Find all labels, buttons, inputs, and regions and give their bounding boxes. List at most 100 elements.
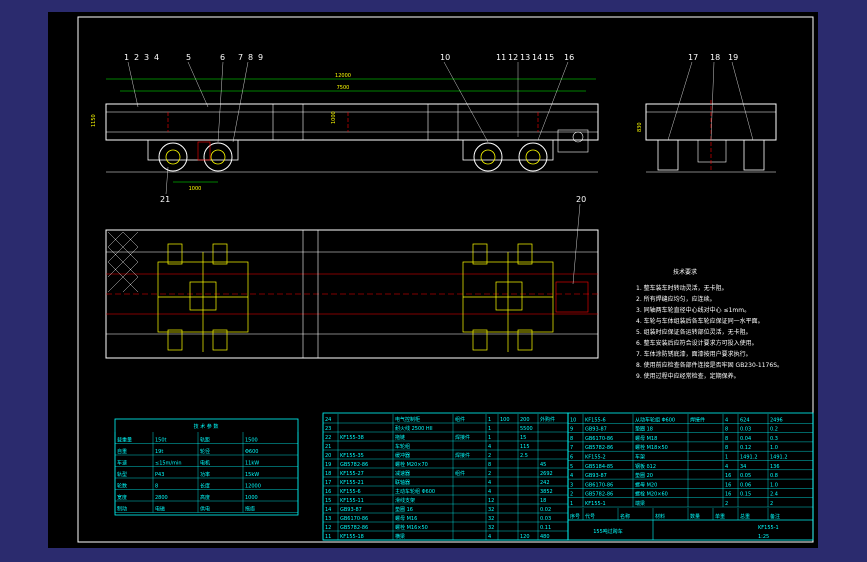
bom-right-cell: 0.3 — [770, 436, 778, 442]
bom-right-cell: 0.15 — [740, 492, 751, 498]
tech-req-item-2: 2. 所有焊缝应均匀，应连续。 — [636, 295, 716, 303]
bom-right-header-cell: 备注 — [770, 513, 780, 520]
bom-left-cell: 1 — [488, 417, 491, 423]
params-cell: 电磁 — [155, 506, 165, 513]
drawing-title: 155吨过跨车 — [593, 528, 623, 535]
bom-left-cell: 11 — [325, 534, 331, 540]
bom-left-cell: 车轮组 — [395, 443, 410, 450]
bom-right-cell: 9 — [570, 427, 573, 433]
bom-left-cell: 4 — [488, 480, 491, 486]
bom-right-cell: 2 — [725, 501, 728, 507]
bom-left-cell: 8 — [488, 462, 491, 468]
bom-left-cell: 13 — [325, 516, 331, 522]
bom-left-cell: 螺栓 M20×70 — [395, 461, 428, 468]
bom-right-cell: 从动车轮组 Φ600 — [635, 416, 675, 423]
bom-right-cell: 624 — [740, 417, 750, 423]
label-15: 15 — [544, 53, 554, 62]
tech-req-item-6: 6. 整车安装后应符合设计要求方可投入使用。 — [636, 339, 758, 347]
bom-right-cell: 10 — [570, 417, 576, 423]
bom-left-cell: 4 — [488, 534, 491, 540]
bom-right-cell: 8 — [570, 436, 573, 442]
bom-left-cell: 1 — [488, 426, 491, 432]
tech-req-title: 技术要求 — [673, 268, 697, 276]
bom-left-cell: 24 — [325, 417, 331, 423]
params-cell: 轨距 — [200, 437, 210, 444]
bom-left-cell: 22 — [325, 435, 331, 441]
tech-req-item-5: 5. 组装时应保证各运转部位灵活，无卡阻。 — [636, 328, 752, 336]
bom-left-cell: 4 — [488, 489, 491, 495]
bom-left-cell: 2 — [488, 453, 491, 459]
bom-left-cell: 0.02 — [540, 507, 551, 513]
bom-right-cell: 螺母 M18 — [635, 435, 657, 442]
bom-left-cell: 100 — [500, 417, 510, 423]
bom-left-cell: KF155-27 — [340, 471, 364, 477]
params-cell: 150t — [155, 438, 167, 444]
params-cell: 供电 — [200, 506, 210, 513]
bom-right-header-cell: 单重 — [715, 513, 725, 520]
bom-left-cell: KF155-21 — [340, 480, 364, 486]
bom-right-cell: GB93-87 — [585, 473, 607, 479]
bom-right-cell: 3 — [570, 482, 573, 488]
bom-right-cell: GB5782-86 — [585, 445, 613, 451]
bom-right-cell: 0.05 — [740, 473, 751, 479]
params-cell: 2800 — [155, 495, 168, 501]
bom-right-header-cell: 数量 — [690, 513, 700, 520]
bom-left-cell: 滑线支架 — [395, 497, 415, 504]
bom-right-cell: 焊接件 — [690, 416, 705, 423]
tech-req-item-7: 7. 车体涂防锈底漆，面漆按用户要求执行。 — [636, 350, 752, 358]
bom-left-cell: 32 — [488, 507, 494, 513]
bom-left-cell: 螺母 M16 — [395, 515, 417, 522]
bom-right-cell: KF155-2 — [585, 455, 606, 461]
bom-right-cell: 4 — [725, 417, 728, 423]
side-view: 12000 7500 1000 1000 1150 — [91, 53, 599, 204]
params-cell: 19t — [155, 449, 163, 455]
bom-left-cell: GB5782-86 — [340, 525, 368, 531]
bom-left-cell: KF155-38 — [340, 435, 364, 441]
bom-right-cell: 0.8 — [770, 473, 778, 479]
params-cell: ≤15m/min — [155, 461, 182, 467]
bom-right-cell: 1 — [725, 455, 728, 461]
bom-left-cell: 垫圈 16 — [395, 506, 413, 513]
bom-left-cell: 0.03 — [540, 516, 551, 522]
bom-left-cell: 18 — [325, 471, 331, 477]
bom-left-cell: KF155-35 — [340, 453, 364, 459]
bom-right-cell: 垫圈 20 — [635, 472, 653, 479]
params-cell: Φ600 — [245, 449, 258, 455]
params-row: 制动电磁供电拖缆 — [115, 506, 298, 513]
label-1: 1 — [124, 53, 129, 62]
bom-right-cell: KF155-1 — [585, 501, 606, 507]
bom-left-cell: 32 — [488, 525, 494, 531]
bom-left-cell: 焊接件 — [455, 452, 470, 459]
bom-right-cell: 1491.2 — [740, 455, 758, 461]
bom-left-cell: 242 — [540, 480, 550, 486]
bom-right-cell: GB93-87 — [585, 427, 607, 433]
bom-left-cell: GB93-87 — [340, 507, 362, 513]
bom-left-cell: 组件 — [455, 470, 465, 477]
bom-right-cell: KF155-6 — [585, 417, 606, 423]
bom-right-header-cell: 序号 — [570, 513, 580, 520]
bom-left-cell: 480 — [540, 534, 550, 540]
bom-left-cell: 联轴器 — [395, 479, 410, 486]
bom-left-cell: 2 — [488, 471, 491, 477]
params-cell: 1500 — [245, 438, 258, 444]
params-cell: 1000 — [245, 495, 258, 501]
bom-left-cell: 0.11 — [540, 525, 551, 531]
bom-right-cell: 2 — [770, 501, 773, 507]
bom-left-cell: 2692 — [540, 471, 553, 477]
end-view: 830 17 18 19 — [637, 53, 777, 173]
label-21: 21 — [160, 195, 170, 204]
label-14: 14 — [532, 53, 542, 62]
bom-right-cell: 1 — [570, 501, 573, 507]
